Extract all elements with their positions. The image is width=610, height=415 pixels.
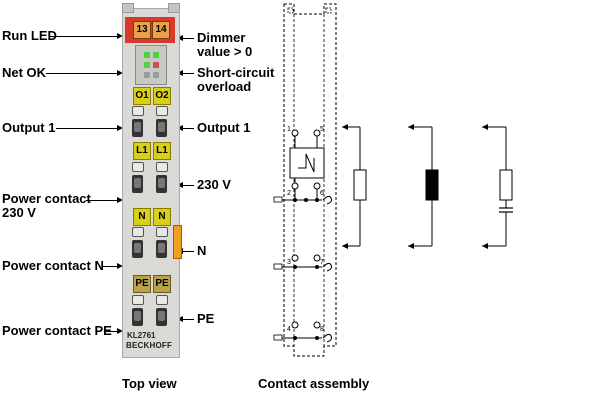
led-slot-5: [144, 72, 150, 78]
leader-power-contact-230v: [86, 197, 123, 203]
spring-6[interactable]: [156, 162, 168, 172]
caption-contact-assembly: Contact assembly: [258, 376, 370, 391]
label-power-contact-230v: Power contact 230 V: [2, 191, 91, 220]
leader-power-contact-pe: [105, 328, 123, 334]
net-ok-led: [144, 62, 150, 68]
spring-4[interactable]: [132, 295, 144, 305]
header-number-14: 14: [152, 21, 170, 39]
label-pe: PE: [197, 311, 215, 326]
label-net-ok: Net OK: [2, 65, 47, 80]
leader-run-led: [50, 33, 123, 39]
load-capacitive: [482, 124, 513, 249]
short-circuit-led: [153, 62, 159, 68]
leader-n: [177, 248, 194, 254]
pin-2: 2: [287, 190, 291, 197]
model-number: KL2761: [127, 331, 156, 340]
label-230v: 230 V: [197, 177, 231, 192]
pin-5: 5: [320, 126, 324, 133]
contact-slot-6[interactable]: [156, 175, 167, 193]
contact-slot-4[interactable]: [132, 308, 143, 326]
pin-1: 1: [287, 126, 291, 133]
pin-6: 6: [320, 190, 324, 197]
top-clip-left: [122, 3, 134, 13]
run-led: [144, 52, 150, 58]
spring-3[interactable]: [132, 227, 144, 237]
spring-2[interactable]: [132, 162, 144, 172]
caption-top-view: Top view: [122, 376, 177, 391]
power-contact-n-bar: [173, 225, 182, 259]
header-number-13: 13: [133, 21, 151, 39]
pin-8: 8: [320, 326, 324, 333]
pin-7: 7: [320, 259, 324, 266]
contact-slot-5[interactable]: [156, 119, 167, 137]
housing-outline: [283, 3, 337, 357]
tag-o2: O2: [153, 87, 171, 105]
spring-5[interactable]: [156, 106, 168, 116]
label-power-contact-n: Power contact N: [2, 258, 104, 273]
label-power-contact-pe: Power contact PE: [2, 323, 112, 338]
tag-n-left: N: [133, 208, 151, 226]
pin-3: 3: [287, 259, 291, 266]
label-run-led: Run LED: [2, 28, 57, 43]
spring-7[interactable]: [156, 227, 168, 237]
tag-n-right: N: [153, 208, 171, 226]
tag-pe-left: PE: [133, 275, 151, 293]
dimmer-led: [153, 52, 159, 58]
label-dimmer-value: Dimmer value > 0: [197, 30, 253, 59]
contact-slot-3[interactable]: [132, 240, 143, 258]
label-n: N: [197, 243, 207, 258]
leader-power-contact-n: [102, 263, 123, 269]
leader-pe: [177, 316, 194, 322]
leader-output1-left: [56, 125, 123, 131]
pin-4: 4: [287, 326, 291, 333]
dimmer-element: [289, 147, 325, 179]
load-inductive: [408, 124, 439, 249]
spring-1[interactable]: [132, 106, 144, 116]
spring-8[interactable]: [156, 295, 168, 305]
led-slot-6: [153, 72, 159, 78]
tag-o1: O1: [133, 87, 151, 105]
leader-dimmer-value: [177, 35, 194, 41]
top-clip-right: [168, 3, 180, 13]
tag-l1-right: L1: [153, 142, 171, 160]
terminal-top-view: 13 14 O1 O2 L1 L1 N N PE PE KL2761 BECKH…: [122, 3, 182, 358]
tag-l1-left: L1: [133, 142, 151, 160]
contact-slot-8[interactable]: [156, 308, 167, 326]
leader-230v: [177, 182, 194, 188]
terminal-header: 13 14: [125, 17, 175, 43]
leader-short-circuit: [177, 70, 194, 76]
label-short-circuit: Short-circuit overload: [197, 65, 275, 94]
leader-net-ok: [46, 70, 123, 76]
label-output1-right: Output 1: [197, 120, 251, 135]
contact-slot-2[interactable]: [132, 175, 143, 193]
contact-slot-1[interactable]: [132, 119, 143, 137]
load-resistive: [342, 124, 367, 249]
label-output1-left: Output 1: [2, 120, 56, 135]
contact-slot-7[interactable]: [156, 240, 167, 258]
leader-output1-right: [177, 125, 194, 131]
led-window: [135, 45, 167, 85]
tag-pe-right: PE: [153, 275, 171, 293]
contact-assembly-diagram: 1 5 2 6 3 7 4 8: [273, 3, 513, 357]
brand-logo: BECKHOFF: [126, 341, 173, 350]
